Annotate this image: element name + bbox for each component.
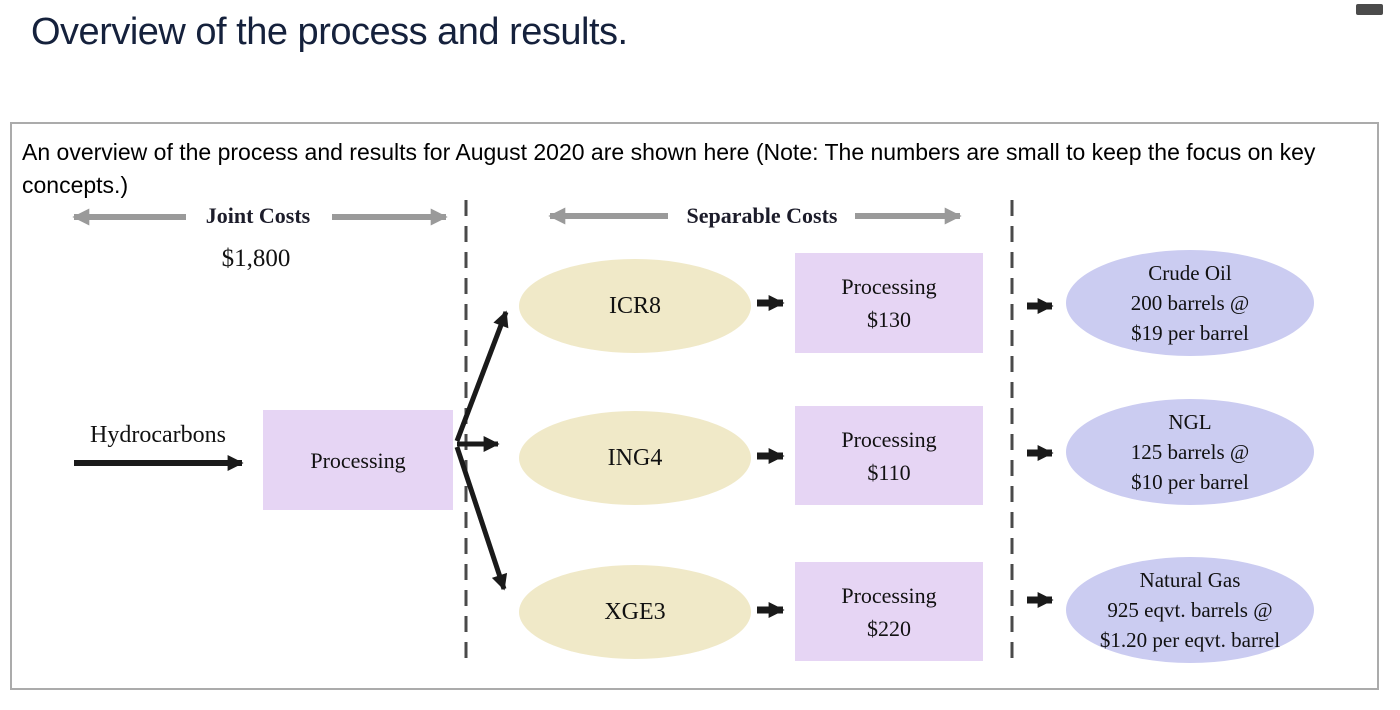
processing-box-xge3: Processing $220 bbox=[795, 562, 983, 661]
output-line: Natural Gas bbox=[1139, 568, 1241, 592]
processing-box-icr8: Processing $130 bbox=[795, 253, 983, 353]
output-line: 925 eqvt. barrels @ bbox=[1107, 598, 1273, 622]
joint-processing-box: Processing bbox=[263, 410, 453, 510]
output-ellipse-ngl: NGL 125 barrels @ $10 per barrel bbox=[1066, 399, 1314, 505]
intro-text: An overview of the process and results f… bbox=[22, 139, 1316, 198]
processing-cost: $220 bbox=[867, 615, 911, 641]
product-name: XGE3 bbox=[604, 598, 666, 625]
output-line: $1.20 per eqvt. barrel bbox=[1099, 628, 1281, 652]
hydrocarbons-label: Hydrocarbons bbox=[90, 422, 226, 448]
product-ellipse-icr8: ICR8 bbox=[519, 259, 751, 353]
output-ellipse-natural-gas: Natural Gas 925 eqvt. barrels @ $1.20 pe… bbox=[1066, 557, 1314, 663]
separable-costs-label: Separable Costs bbox=[686, 203, 838, 228]
processing-cost: $110 bbox=[867, 459, 911, 485]
output-line: 125 barrels @ bbox=[1130, 440, 1250, 464]
joint-costs-amount: $1,800 bbox=[221, 245, 291, 272]
output-ellipse-crude-oil: Crude Oil 200 barrels @ $19 per barrel bbox=[1066, 250, 1314, 356]
product-name: ING4 bbox=[607, 444, 663, 471]
product-ellipse-xge3: XGE3 bbox=[519, 565, 751, 659]
processing-cost: $130 bbox=[867, 307, 911, 332]
joint-processing-label: Processing bbox=[310, 447, 406, 473]
processing-label: Processing bbox=[841, 426, 937, 452]
processing-label: Processing bbox=[841, 582, 937, 608]
product-name: ICR8 bbox=[608, 292, 661, 319]
output-line: $19 per barrel bbox=[1131, 321, 1249, 345]
processing-label: Processing bbox=[841, 274, 937, 299]
output-line: $10 per barrel bbox=[1131, 470, 1249, 494]
page-title: Overview of the process and results. bbox=[31, 11, 628, 53]
output-line: NGL bbox=[1168, 410, 1212, 434]
product-ellipse-ing4: ING4 bbox=[519, 411, 751, 505]
scrollbar-thumb[interactable] bbox=[1356, 4, 1383, 15]
joint-costs-label: Joint Costs bbox=[205, 203, 311, 228]
output-line: 200 barrels @ bbox=[1130, 291, 1250, 315]
processing-box-ing4: Processing $110 bbox=[795, 406, 983, 505]
output-line: Crude Oil bbox=[1148, 261, 1232, 285]
